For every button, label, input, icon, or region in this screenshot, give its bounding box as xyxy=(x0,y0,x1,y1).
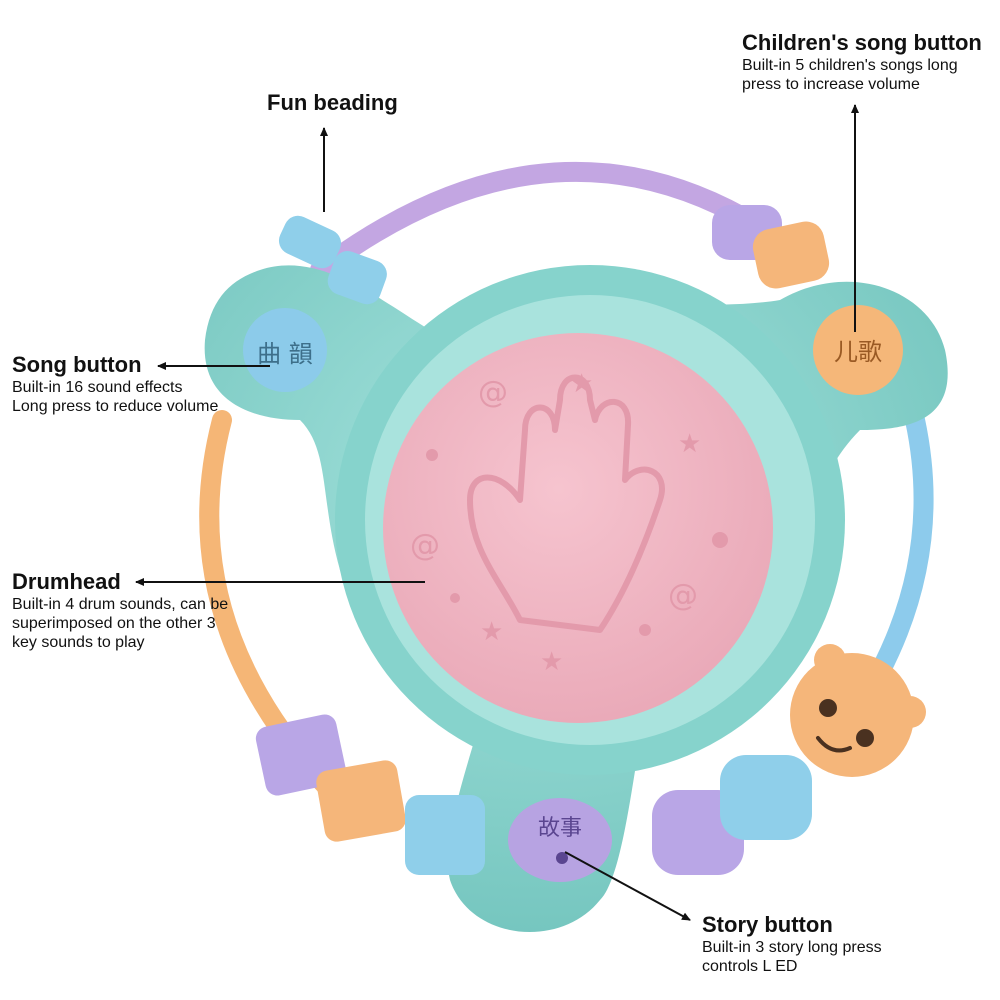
fun-beading-callout: Fun beading xyxy=(267,90,398,116)
story-button-glyphs: 故事 xyxy=(538,816,582,841)
drumhead-desc: Built-in 4 drum sounds, can be superimpo… xyxy=(12,596,229,651)
story-button-desc: Built-in 3 story long press controls L E… xyxy=(702,939,882,975)
drumhead-pad: @ @ @ ★ ★ ★ ★ xyxy=(383,333,773,723)
purple-ring xyxy=(310,161,790,280)
children-song-button-pad: 儿歌 xyxy=(813,305,903,395)
story-button-arrow xyxy=(564,851,691,921)
song-button-title: Song button xyxy=(12,352,142,377)
song-button-desc: Built-in 16 sound effects Long press to … xyxy=(12,379,219,415)
svg-text:★: ★ xyxy=(540,647,563,677)
drumhead-callout: Drumhead Built-in 4 drum sounds, can be … xyxy=(12,569,242,652)
svg-text:★: ★ xyxy=(678,429,701,459)
children-song-title: Children's song button xyxy=(742,30,982,55)
hand-print-icon xyxy=(467,374,665,633)
song-button-pad: 曲 韻 xyxy=(243,308,327,392)
svg-text:@: @ xyxy=(668,578,698,613)
svg-text:@: @ xyxy=(410,528,440,563)
svg-text:@: @ xyxy=(478,375,508,410)
song-button-callout: Song button Built-in 16 sound effects Lo… xyxy=(12,352,222,416)
beads xyxy=(255,205,926,875)
song-button-glyphs: 曲 韻 xyxy=(257,340,313,368)
blue-ring xyxy=(860,410,934,700)
story-button-title: Story button xyxy=(702,912,833,937)
children-song-callout: Children's song button Built-in 5 childr… xyxy=(742,30,992,94)
story-button-pad: 故事 xyxy=(508,798,612,882)
children-song-glyphs: 儿歌 xyxy=(834,338,882,366)
bear-bead xyxy=(790,644,926,777)
fun-beading-title: Fun beading xyxy=(267,90,398,115)
svg-text:★: ★ xyxy=(570,369,593,399)
children-song-desc: Built-in 5 children's songs long press t… xyxy=(742,57,958,93)
story-button-callout: Story button Built-in 3 story long press… xyxy=(702,912,942,976)
drumhead-title: Drumhead xyxy=(12,569,121,594)
svg-text:★: ★ xyxy=(480,617,503,647)
